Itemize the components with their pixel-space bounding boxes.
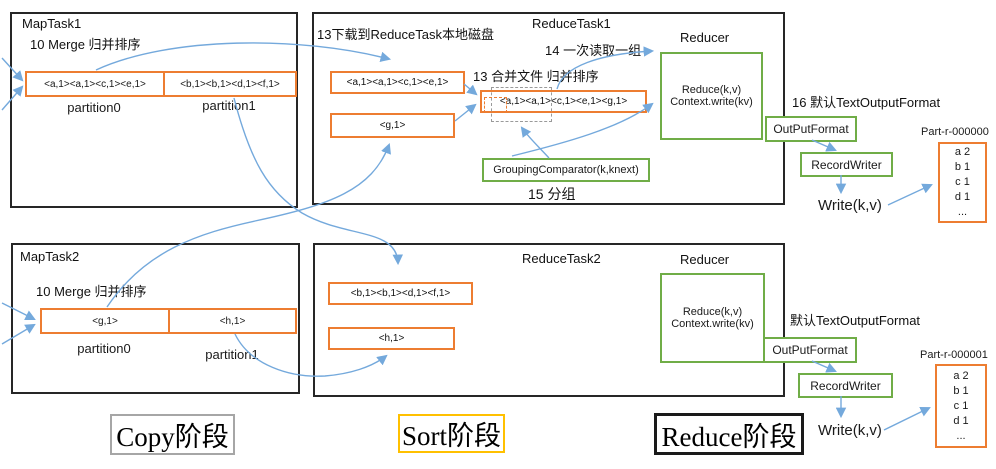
partfile2-line: ... [956,429,966,442]
reducer2-line2: Context.write(kv) [671,318,754,330]
partfile1-line: a 2 [954,146,971,158]
maptask1-merge-label: 10 Merge 归并排序 [30,37,141,52]
partfile2-box: a 2 b 1 c 1 d 1 ... [935,364,987,448]
partfile2-line: a 2 [953,369,969,382]
partfile1-line: c 1 [955,176,970,188]
reducetask1-spill-box-1: <g,1> [330,113,455,138]
maptask1-partition1-label: partition1 [202,98,256,113]
maptask2-title: MapTask2 [20,249,80,264]
reducer2-box: Reduce(k,v) Context.write(kv) [660,273,765,363]
reducetask1-merge-label: 13 合并文件 归并排序 [473,69,599,84]
maptask1-partition-bar: <a,1><a,1><c,1><e,1> <b,1><b,1><d,1><f,1… [25,71,297,97]
reducer1-line2: Context.write(kv) [670,96,753,108]
reducetask1-download-label: 13下载到ReduceTask本地磁盘 [317,27,494,42]
phase-copy: Copy阶段 [110,414,235,455]
reducetask2-spill-box-0: <b,1><b,1><d,1><f,1> [328,282,473,305]
textoutputformat-note-1: 16 默认TextOutputFormat [792,95,941,110]
recordwriter1-box: RecordWriter [800,152,893,177]
partfile1-line: b 1 [954,161,971,173]
current-key-dashed-box [484,97,507,113]
reducetask1-title: ReduceTask1 [532,16,611,31]
partfile2-line: b 1 [953,384,969,397]
maptask2-partition1-data: <h,1> [168,310,295,332]
write-label-2: Write(k,v) [818,422,882,439]
recordwriter2-box: RecordWriter [798,373,893,398]
partfile2-line: c 1 [953,399,969,412]
textoutputformat-note-2: 默认TextOutputFormat [790,313,921,328]
reducer2-title: Reducer [680,252,730,267]
maptask1-title: MapTask1 [22,16,82,31]
maptask2-partition1-label: partition1 [205,347,259,362]
maptask2-partition0-label: partition0 [77,341,131,356]
maptask1-partition1-data: <b,1><b,1><d,1><f,1> [163,73,295,95]
maptask1-partition0-data: <a,1><a,1><c,1><e,1> [44,78,146,90]
write-label-1: Write(k,v) [818,197,882,214]
reducetask1-spill-box-0: <a,1><a,1><c,1><e,1> [330,71,465,94]
partfile2-line: d 1 [953,414,969,427]
reducetask2-title: ReduceTask2 [522,251,601,266]
partfile1-line: d 1 [954,191,971,203]
partfile1-box: a 2 b 1 c 1 d 1 ... [938,142,987,223]
reducer1-line1: Reduce(k,v) [681,84,742,96]
maptask2-partition0-data: <g,1> [92,315,118,327]
partfile1-line: ... [957,206,968,218]
maptask1-partition0-label: partition0 [67,100,121,115]
maptask2-partition-bar: <g,1> <h,1> [40,308,297,334]
grouping-step-label: 15 分组 [528,186,576,202]
partfile2-name: Part-r-000001 [920,349,988,361]
maptask2-merge-label: 10 Merge 归并排序 [36,284,147,299]
reducetask1-read-group-label: 14 一次读取一组 [545,43,642,58]
grouping-comparator-box: GroupingComparator(k,knext) [482,158,650,182]
phase-sort: Sort阶段 [398,414,505,453]
reducer2-line1: Reduce(k,v) [682,306,743,318]
outputformat2-box: OutPutFormat [763,337,857,363]
partfile1-name: Part-r-000000 [921,126,989,138]
arrow-write1-to-part1 [887,183,933,206]
phase-reduce: Reduce阶段 [654,413,804,455]
arrow-write2-to-part2 [883,406,931,431]
outputformat1-box: OutPutFormat [765,116,857,142]
reducetask2-spill-box-1: <h,1> [328,327,455,350]
reducetask2-box [313,243,785,397]
reducer1-box: Reduce(k,v) Context.write(kv) [660,52,763,140]
reducer1-title: Reducer [680,30,730,45]
